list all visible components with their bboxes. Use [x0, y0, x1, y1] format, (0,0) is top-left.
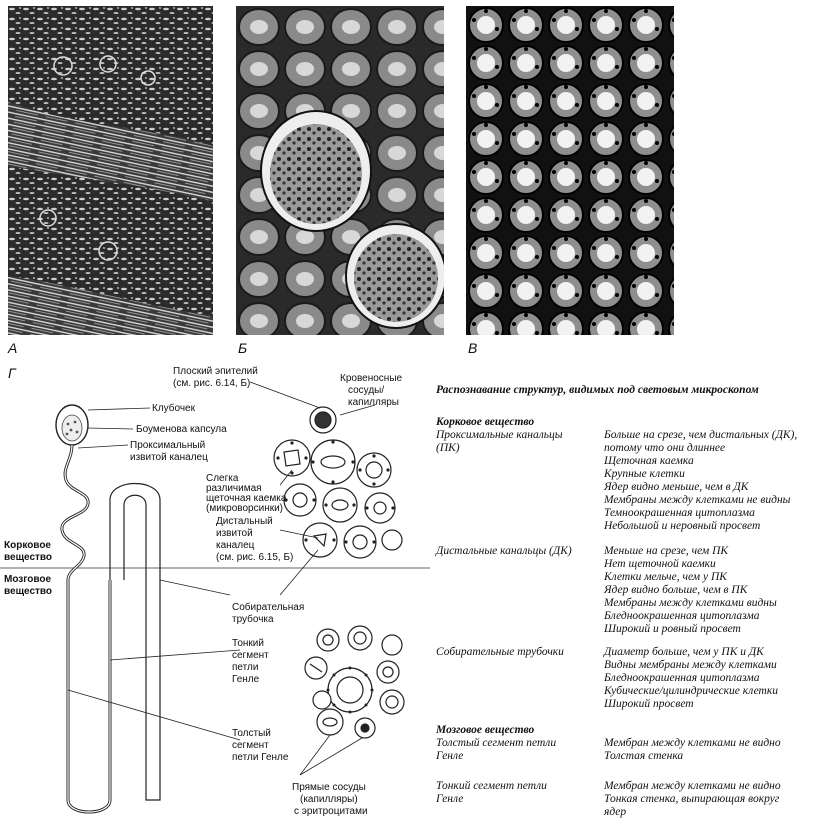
- thin-name: Тонкий сегмент петли Генле: [436, 780, 547, 805]
- label-flat-epithelium-ref: (см. рис. 6.14, Б): [173, 378, 250, 389]
- label-cortex-1: Корковое: [4, 540, 51, 551]
- label-distal-4: (см. рис. 6.15, Б): [216, 552, 293, 563]
- thick-features: Мембран между клетками не видно Толстая …: [604, 737, 781, 762]
- label-cortex-2: вещество: [4, 552, 52, 563]
- micrograph-a: [8, 6, 213, 335]
- micrograph-v-texture: [466, 6, 674, 335]
- nephron-diagram: Плоский эпителий (см. рис. 6.14, Б) Клуб…: [0, 366, 430, 817]
- label-distal-1: Дистальный: [216, 516, 273, 527]
- label-distal-2: извитой: [216, 528, 253, 539]
- cortex-cross-sections: [273, 406, 403, 559]
- label-vessels: Кровеносные: [340, 373, 403, 384]
- label-brush-4: (микроворсинки): [206, 503, 283, 514]
- nephron-tubule: [60, 444, 112, 814]
- label-vasa-1: Прямые сосуды: [292, 782, 366, 793]
- label-flat-epithelium: Плоский эпителий: [173, 366, 258, 377]
- label-thick-3: петли Генле: [232, 752, 289, 763]
- label-vasa-2: (капилляры): [300, 794, 358, 805]
- micrograph-v: [466, 6, 674, 335]
- micrograph-b-texture: [236, 6, 444, 335]
- proximal-features: Больше на срезе, чем дистальных (ДК), по…: [604, 429, 798, 532]
- label-distal-3: каналец: [216, 540, 255, 551]
- label-thin-1: Тонкий: [232, 638, 264, 649]
- panel-label-g: Г: [8, 365, 16, 381]
- label-brush-3: щеточная каемка: [206, 493, 287, 504]
- collecting-duct: [109, 482, 161, 801]
- distal-features: Меньше на срезе, чем ПК Нет щеточной кае…: [604, 545, 777, 635]
- distal-name: Дистальные канальцы (ДК): [436, 545, 572, 557]
- cortex-section-title: Корковое вещество: [436, 416, 535, 428]
- panel-label-v: В: [468, 340, 478, 356]
- label-proximal-2: извитой каналец: [130, 452, 208, 463]
- micrograph-a-texture: [8, 6, 213, 335]
- label-vessels-2: сосуды/: [348, 385, 384, 396]
- label-brush-2: различимая: [206, 483, 262, 494]
- micrograph-b: [236, 6, 444, 335]
- label-collecting-2: трубочка: [232, 613, 274, 625]
- thick-name: Толстый сегмент петли Генле: [436, 737, 557, 762]
- label-medulla-1: Мозговое: [4, 574, 52, 585]
- label-thin-2: сегмент: [232, 650, 269, 661]
- label-proximal: Проксимальный: [130, 440, 205, 451]
- label-bowman-capsule: Боуменова капсула: [136, 424, 227, 435]
- thin-features: Мембран между клетками не видно Тонкая с…: [604, 780, 781, 818]
- label-vessels-3: капилляры: [348, 397, 399, 408]
- label-vasa-3: с эритроцитами: [294, 806, 368, 817]
- panel-label-b: Б: [238, 340, 248, 356]
- proximal-name: Проксимальные канальцы (ПК): [436, 429, 563, 454]
- label-glomerulus: Клубочек: [152, 402, 196, 414]
- label-thin-4: Генле: [232, 674, 260, 685]
- glomerulus: [61, 414, 83, 442]
- label-collecting-1: Собирательная: [232, 601, 304, 613]
- label-medulla-2: вещество: [4, 586, 52, 597]
- collecting-name: Собирательные трубочки: [436, 646, 564, 658]
- label-thick-1: Толстый: [232, 728, 271, 739]
- label-thin-3: петли: [232, 662, 258, 673]
- collecting-features: Диаметр больше, чем у ПК и ДК Видны мемб…: [604, 646, 778, 710]
- label-thick-2: сегмент: [232, 740, 269, 751]
- panel-label-a: А: [8, 340, 18, 356]
- medulla-cross-sections: [304, 625, 405, 739]
- recognition-heading: Распознавание структур, видимых под свет…: [436, 384, 759, 396]
- label-brush-1: Слегка: [206, 473, 239, 484]
- medulla-section-title: Мозговое вещество: [436, 724, 535, 736]
